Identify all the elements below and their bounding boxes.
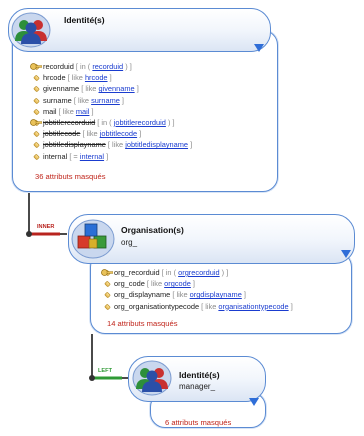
key-icon: [30, 119, 42, 126]
field-reference-link[interactable]: mail: [75, 106, 90, 116]
field-bullet-icon: [104, 280, 111, 288]
entity-title: Identité(s): [179, 370, 220, 380]
identite-entity-header[interactable]: [8, 8, 271, 52]
organisation-entity-header[interactable]: [68, 214, 355, 264]
field-reference-link[interactable]: jobtitlerecorduid: [113, 117, 166, 127]
field-reference-link[interactable]: jobtitledisplayname: [125, 140, 189, 150]
organisation-entity-body[interactable]: [90, 252, 352, 334]
users-icon: [132, 360, 172, 396]
entity-alias: org_: [121, 238, 138, 247]
masked-attributes-link[interactable]: 14 attributs masqués: [107, 319, 178, 328]
field-reference-link[interactable]: surname: [91, 95, 120, 105]
join-label-left: LEFT: [98, 368, 112, 374]
field-row[interactable]: org_organisationtypecode [ like organisa…: [104, 301, 293, 312]
field-reference-link[interactable]: orgdisplayname: [189, 290, 242, 300]
field-bullet-icon: [33, 86, 40, 93]
key-icon: [101, 269, 113, 276]
field-row[interactable]: internal [ = internal ]: [33, 151, 192, 162]
field-bullet-icon: [33, 108, 40, 116]
masked-attributes-link[interactable]: 6 attributs masqués: [165, 418, 232, 427]
join-label-inner: INNER: [37, 224, 55, 230]
field-bullet-icon: [33, 74, 40, 82]
field-row[interactable]: jobtitledisplayname [ like jobtitledispl…: [33, 139, 192, 150]
field-reference-link[interactable]: internal: [79, 151, 105, 161]
field-reference-link[interactable]: recorduid: [92, 62, 124, 71]
field-reference-link[interactable]: orgcode: [164, 279, 191, 289]
entity-title: Identité(s): [64, 15, 105, 25]
cubes-icon: [71, 219, 115, 259]
users-icon: [11, 12, 51, 48]
field-bullet-icon: [104, 303, 111, 310]
field-reference-link[interactable]: orgrecorduid: [178, 268, 220, 277]
expand-arrow-icon[interactable]: [254, 44, 264, 52]
field-row[interactable]: org_code [ like orgcode ]: [104, 278, 293, 289]
expand-arrow-icon[interactable]: [249, 398, 259, 406]
field-row[interactable]: org_displayname [ like orgdisplayname ]: [104, 289, 293, 300]
identite-field-list: recorduid [ in ( recorduid ) ] hrcode [ …: [33, 61, 192, 162]
field-bullet-icon: [33, 142, 40, 149]
organisation-field-list: org_recorduid [ in ( orgrecorduid ) ] or…: [104, 267, 293, 312]
field-bullet-icon: [104, 292, 111, 299]
key-icon: [30, 63, 42, 70]
field-row[interactable]: givenname [ like givenname ]: [33, 83, 192, 94]
expand-arrow-icon[interactable]: [341, 250, 351, 258]
field-bullet-icon: [33, 97, 40, 104]
masked-attributes-link[interactable]: 36 attributs masqués: [35, 172, 106, 181]
field-row[interactable]: recorduid [ in ( recorduid ) ]: [33, 61, 192, 72]
entity-alias: manager_: [179, 382, 216, 391]
field-reference-link[interactable]: jobtitlecode: [99, 129, 138, 139]
entity-title: Organisation(s): [121, 225, 184, 235]
field-row[interactable]: mail [ like mail ]: [33, 106, 192, 117]
field-bullet-icon: [33, 153, 40, 160]
left-link-knot: [89, 375, 95, 381]
field-row[interactable]: org_recorduid [ in ( orgrecorduid ) ]: [104, 267, 293, 278]
field-row[interactable]: hrcode [ like hrcode ]: [33, 72, 192, 83]
field-bullet-icon: [33, 130, 40, 138]
field-row[interactable]: jobtitlerecorduid [ in ( jobtitlerecordu…: [33, 117, 192, 128]
identite-entity-body[interactable]: [12, 30, 278, 192]
field-reference-link[interactable]: organisationtypecode: [218, 301, 289, 311]
field-reference-link[interactable]: givenname: [98, 84, 135, 94]
inner-link-knot: [26, 231, 32, 237]
field-row[interactable]: surname [ like surname ]: [33, 95, 192, 106]
field-row[interactable]: jobtitlecode [ like jobtitlecode ]: [33, 128, 192, 139]
field-reference-link[interactable]: hrcode: [84, 73, 108, 83]
